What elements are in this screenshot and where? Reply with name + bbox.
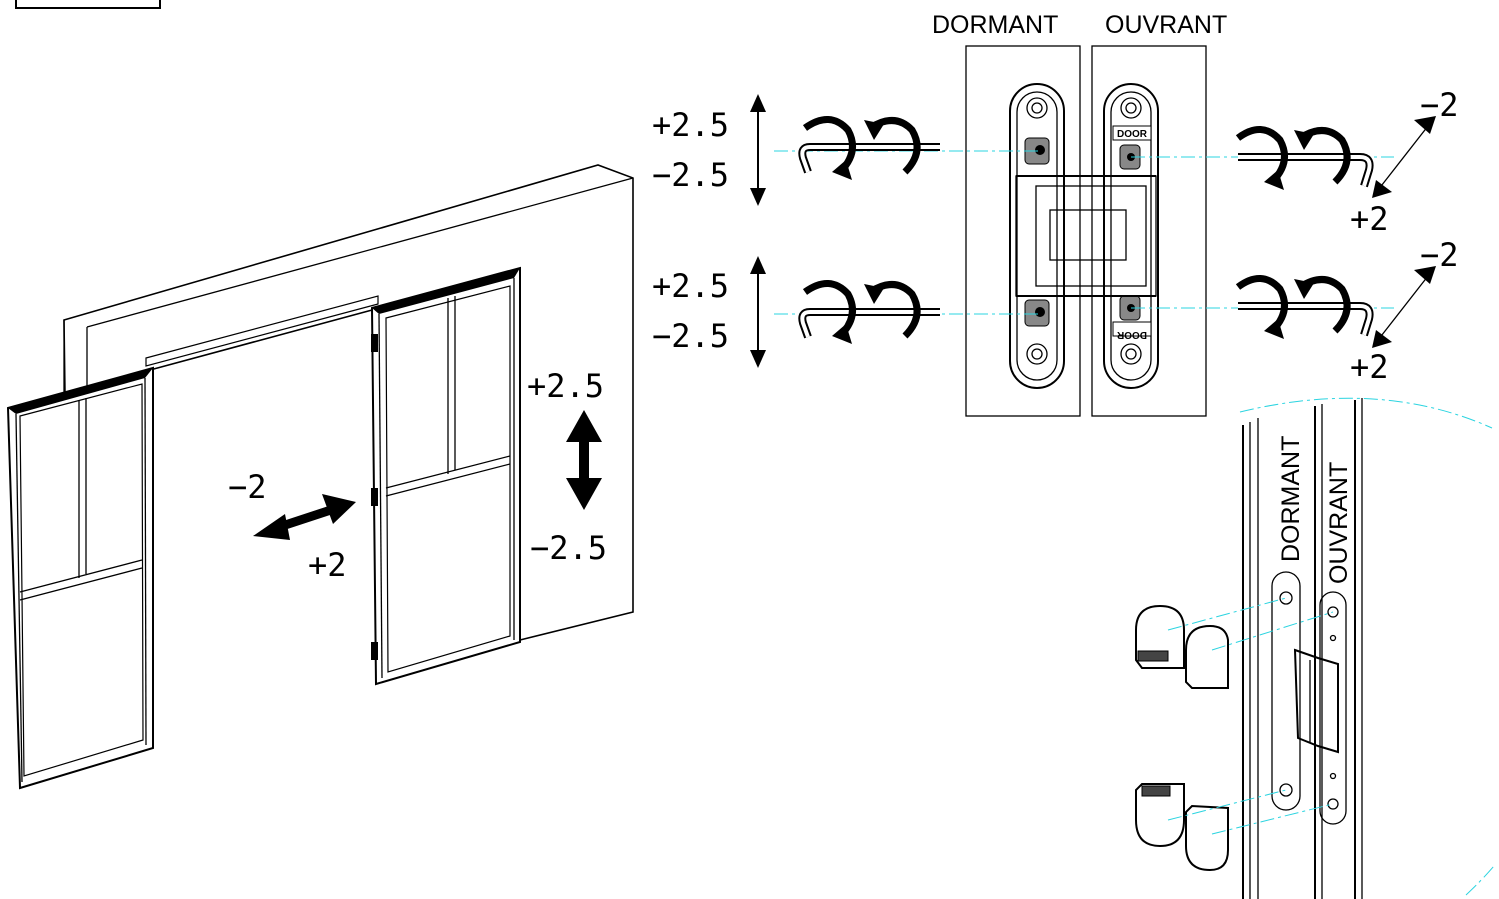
lateral-minus-label-upper: −2 [1420,86,1459,124]
height-minus-label-left: −2.5 [530,529,607,567]
door-assembly-view: −2 +2 +2.5 −2.5 [6,164,634,790]
height-adjust-arrow [566,410,602,510]
hinge-marker-top [371,334,378,352]
allen-key-upper-right [1235,126,1374,190]
height-plus-label-lower: +2.5 [652,267,729,305]
lateral-arrow-lower [1372,266,1436,348]
rotate-cw-icon [868,281,921,339]
lateral-arrow-upper [1372,116,1436,198]
allen-key-upper-left [798,116,940,180]
ouvrant-side-label: OUVRANT [1325,462,1353,584]
rotate-ccw-icon [802,280,856,339]
door-leaf-left [6,366,154,790]
hinge-pivot-block [1015,175,1157,297]
height-arrow-lower [750,256,766,368]
hinge-marker-bottom [371,642,378,660]
lateral-plus-label-lower: +2 [1350,348,1389,386]
cover-caps-detail: DORMANT OUVRANT [1135,397,1495,899]
door-mark-top: DOOR [1117,129,1148,140]
height-minus-label-lower: −2.5 [652,317,729,355]
lateral-plus-label-upper: +2 [1350,200,1389,238]
height-arrow-upper [750,94,766,206]
rotate-cw-icon [1235,126,1288,185]
depth-plus-label: +2 [308,546,347,584]
hinge-body-detail [1293,648,1339,754]
cover-cap-dormant-lower [1135,783,1185,848]
allen-key-lower-left [798,280,940,344]
rotate-ccw-icon [1298,276,1351,334]
hinge-front-view: DORMANT OUVRANT DOOR DOOR [652,11,1459,417]
ouvrant-plate [1091,45,1207,417]
cover-cap-dormant-upper [1135,604,1185,669]
depth-minus-label: −2 [228,468,267,506]
ouvrant-title: OUVRANT [1105,11,1227,39]
height-minus-label-upper: −2.5 [652,156,729,194]
rotate-cw-icon [868,117,921,175]
lateral-minus-label-lower: −2 [1420,236,1459,274]
dormant-side-label: DORMANT [1277,436,1305,562]
rotate-cw-icon [1235,275,1288,334]
height-plus-label-left: +2.5 [527,367,604,405]
dormant-title: DORMANT [932,11,1058,39]
dormant-plate [965,45,1081,417]
rotate-ccw-icon [802,116,856,175]
door-mark-bottom: DOOR [1116,329,1147,340]
hinge-marker-middle [371,488,378,506]
dormant-lower-screw [1035,307,1045,317]
door-leaf-right [370,266,521,686]
cover-cap-ouvrant-upper [1185,624,1229,689]
dormant-upper-screw [1035,145,1045,155]
cover-cap-ouvrant-lower [1185,804,1229,872]
label-frame [15,0,161,9]
depth-adjust-arrow [253,494,356,540]
allen-key-lower-right [1235,275,1374,339]
detail-circle [1239,397,1493,429]
height-plus-label-upper: +2.5 [652,106,729,144]
top-track [145,295,379,367]
rotate-ccw-icon [1298,127,1351,185]
